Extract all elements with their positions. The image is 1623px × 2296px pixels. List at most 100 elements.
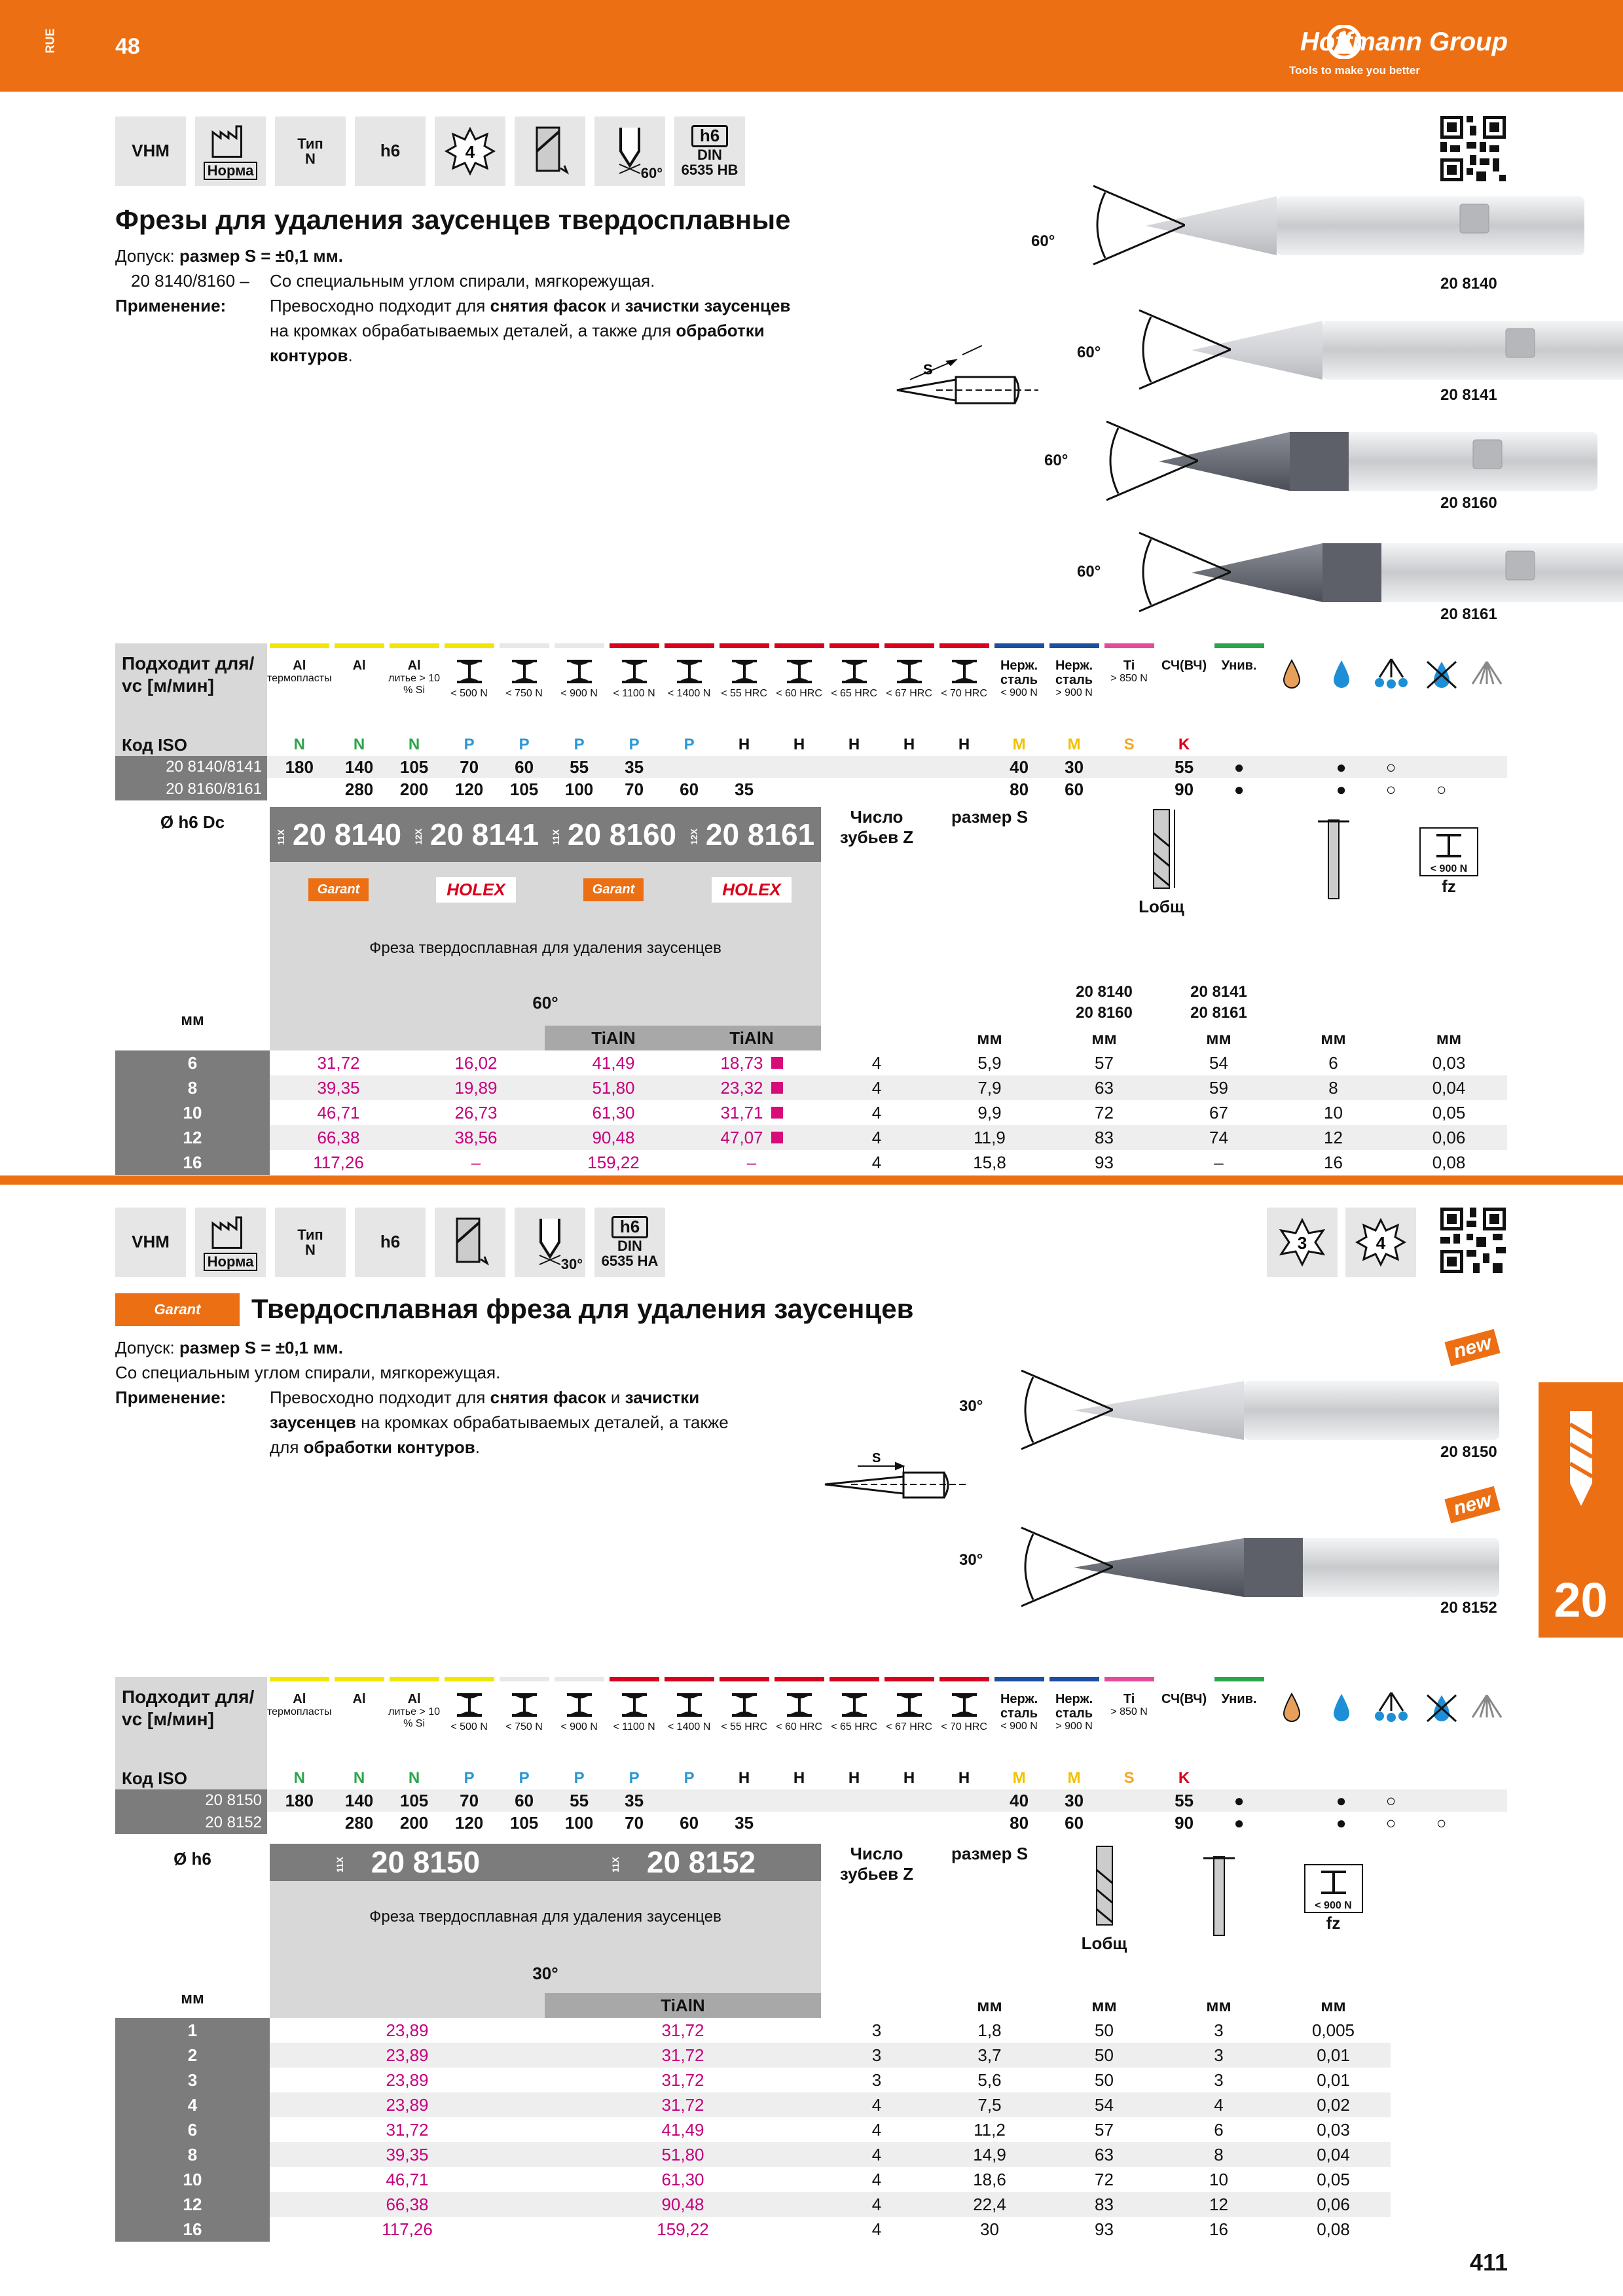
coolant-cell — [1267, 778, 1317, 800]
material-col-header: < 1400 N — [661, 643, 717, 734]
shank-cell: 16 — [1276, 1150, 1391, 1175]
price-cell: 90,48 — [545, 2192, 821, 2217]
cutting-speed-cell — [267, 778, 332, 800]
material-col-header: Al — [331, 1677, 387, 1767]
coolant-mist-icon — [1366, 1677, 1416, 1767]
tool-image — [1192, 537, 1623, 612]
product-code-cell: 20 8160/8161 — [115, 778, 267, 800]
length-cell: 93 — [1047, 2217, 1161, 2242]
price-cell: 38,56 — [407, 1125, 545, 1150]
section2-title: Твердосплавная фреза для удаления заусен… — [251, 1293, 914, 1324]
price-cell: 117,26 — [382, 2219, 433, 2239]
price-cell: 51,80 — [545, 1075, 682, 1100]
iso-code-cell: P — [464, 1768, 475, 1787]
cutting-speed-cell: ● — [1211, 756, 1267, 778]
table-row: 10 46,71 26,73 61,30 31,71 4 9,9 72 67 1… — [115, 1100, 1507, 1125]
steel-profile-icon — [731, 1693, 757, 1717]
stock-marker — [771, 1081, 783, 1094]
table-row: 1 23,89 31,72 3 1,8 50 3 0,005 — [115, 2018, 1507, 2043]
feed-cell: 0,01 — [1276, 2068, 1391, 2092]
material-col-header: < 55 HRC — [716, 643, 772, 734]
material-col-header: < 900 N — [551, 1677, 607, 1767]
application-text: Превосходно подходит для снятия фасок и … — [270, 1388, 729, 1457]
price-cell: – — [746, 1152, 757, 1172]
angle-marker — [995, 1367, 1114, 1458]
price-cell: 19,89 — [407, 1075, 545, 1100]
price-cell: 26,73 — [454, 1102, 498, 1122]
table-row: 4 23,89 31,72 4 7,5 54 4 0,02 — [115, 2092, 1507, 2117]
material-col-header: Унив. — [1211, 643, 1267, 734]
steel-profile-icon — [511, 660, 537, 683]
svg-text:3: 3 — [1298, 1233, 1307, 1253]
angle-row: 30° — [115, 1954, 1507, 1993]
cutting-speed-cell: 35 — [606, 1789, 662, 1812]
brand-tagline: Tools to make you better — [1289, 64, 1420, 77]
cutting-speed-cell — [1102, 778, 1157, 800]
cutting-speed-cell — [826, 756, 882, 778]
chamfer-size-diagram: S — [824, 1451, 966, 1499]
table-row: 8 39,35 51,80 4 14,9 63 8 0,04 — [115, 2142, 1507, 2167]
tool-code-caption: 20 8160 — [1440, 494, 1497, 512]
material-col-header: < 65 HRC — [826, 1677, 882, 1767]
qr-code-icon — [1437, 1204, 1509, 1276]
teeth-header: Число зубьев Z — [821, 807, 932, 980]
page-number-right: 411 — [1469, 2249, 1508, 2276]
teeth-cell: 4 — [821, 2167, 932, 2192]
iso-code-cell: P — [629, 735, 640, 753]
dry-machining-icon — [1416, 643, 1467, 734]
material-col-header: < 55 HRC — [716, 1677, 772, 1767]
cutting-speed-cell: 55 — [1156, 1789, 1212, 1812]
diameter-cell: 2 — [115, 2043, 270, 2068]
cutting-speed-cell: 70 — [625, 1812, 644, 1833]
coolant-cell: ● — [1336, 779, 1347, 799]
material-col-header: < 750 N — [496, 643, 552, 734]
iso-code-cell: P — [574, 735, 585, 753]
coolant-oil-icon — [1317, 643, 1366, 734]
garant-logo-cell: Garant — [545, 862, 682, 917]
material-col-header: < 1100 N — [606, 643, 662, 734]
price-cell: 23,89 — [386, 2070, 429, 2090]
price-cell: 159,22 — [657, 2219, 709, 2239]
page-header: RUE 48 Hoffmann Group Tools to make you … — [0, 0, 1623, 92]
cutting-speed-cell: 35 — [735, 1812, 754, 1833]
steel-profile-icon — [566, 1693, 592, 1717]
diameter-cell: 12 — [115, 1125, 270, 1150]
diameter-cell: 6 — [115, 2117, 270, 2142]
factory-icon — [211, 1216, 242, 1249]
helix-angle-icon — [536, 126, 570, 175]
table-row: 16 117,26 – 159,22 – 4 15,8 93 – 16 0,08 — [115, 1150, 1507, 1175]
iso-code-cell: P — [519, 1768, 530, 1787]
length-header: Lобщ — [1047, 807, 1276, 917]
angle-marker — [1080, 418, 1199, 509]
iso-code-cell: H — [848, 735, 860, 753]
iso-code-cell: M — [1012, 735, 1026, 753]
iso-code-cell: P — [519, 735, 530, 753]
diameter-cell: 1 — [115, 2018, 270, 2043]
diameter-cell: 4 — [115, 2092, 270, 2117]
angle-label: 30° — [959, 1397, 983, 1415]
coolant-cell: ○ — [1385, 779, 1396, 799]
price-cell: 23,32 — [682, 1075, 821, 1100]
feed-cell: 0,04 — [1276, 2142, 1391, 2167]
angle-cell: 60° — [270, 980, 821, 1026]
price-cell: 90,48 — [545, 1125, 682, 1150]
size-s-header: размер S — [932, 807, 1047, 980]
table-row: 12 66,38 90,48 4 22,4 83 12 0,06 — [115, 2192, 1507, 2217]
holex-logo-cell: HOLEX — [407, 862, 545, 917]
brand-name: Hoffmann Group — [1300, 27, 1508, 56]
teeth-cell: 4 — [821, 1050, 932, 1075]
length-cell: 83 — [1047, 1125, 1161, 1150]
svg-text:4: 4 — [465, 142, 475, 162]
chapter-tab: 20 — [1539, 1382, 1623, 1638]
cutting-speed-cell: 280 — [344, 1812, 374, 1833]
coolant-cell — [1267, 1812, 1317, 1834]
